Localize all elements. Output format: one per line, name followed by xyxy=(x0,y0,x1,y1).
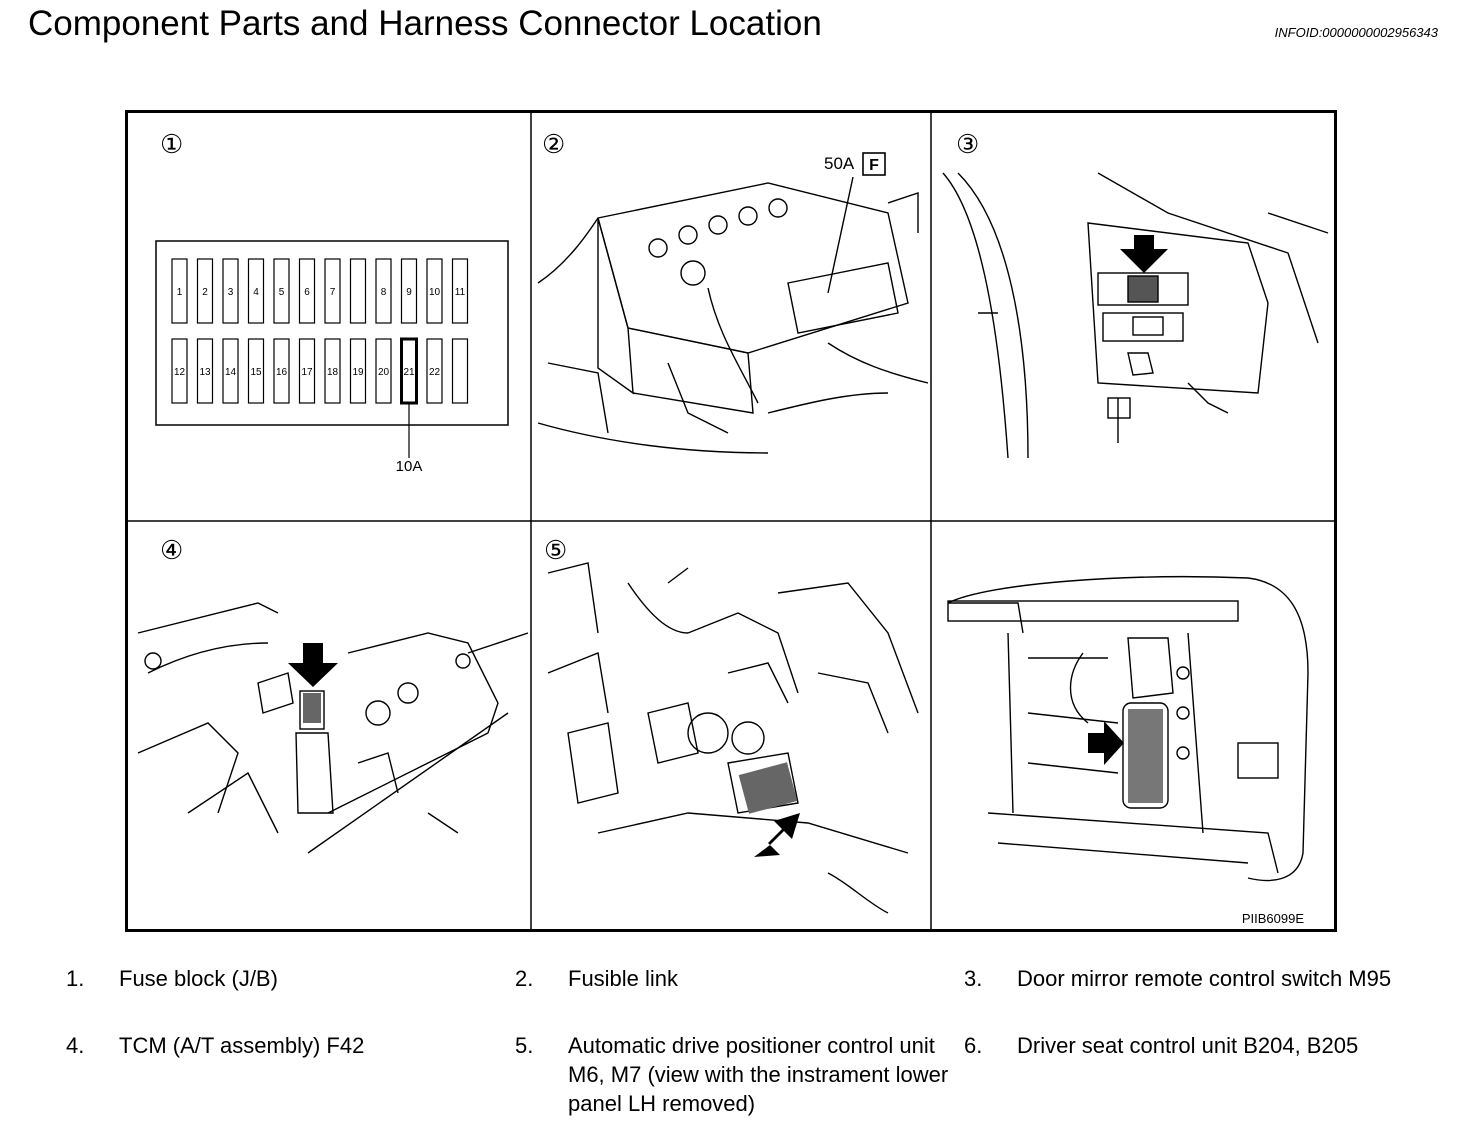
fuse-slot-label: 16 xyxy=(276,367,288,378)
fuse-slot-label: 17 xyxy=(301,367,313,378)
legend-text-2: Fusible link xyxy=(568,966,679,991)
fuse-slot xyxy=(375,258,392,324)
figure-code: PIIB6099E xyxy=(1242,911,1304,926)
panel-marker-2: ② xyxy=(542,129,565,159)
tcm-arrow-icon xyxy=(288,643,338,687)
legend-text-4: TCM (A/T assembly) F42 xyxy=(119,1033,365,1058)
fuse-slot xyxy=(273,338,290,404)
fuse-slot-label: 1 xyxy=(177,287,183,298)
fuse-row-top: 1 2 3 4 5 6 7 8 9 10 11 xyxy=(171,258,469,324)
fuse-slot-label: 18 xyxy=(327,367,339,378)
fuse-slot-label: 22 xyxy=(429,367,441,378)
fuse-slot xyxy=(171,338,188,404)
fuse-slot xyxy=(247,338,265,404)
fuse-row-bottom: 12 13 14 15 16 17 18 19 20 21 22 xyxy=(171,337,469,405)
fuse-slot-label: 8 xyxy=(381,287,387,298)
panel-marker-5: ⑤ xyxy=(544,535,567,565)
legend-num-5: 5. xyxy=(515,1033,534,1058)
info-id: INFOID:0000000002956343 xyxy=(1274,25,1438,40)
fusible-link-amp: 50A xyxy=(824,154,855,173)
fuse-slot-label: 2 xyxy=(202,287,208,298)
fuse-slot xyxy=(349,338,367,404)
fuse-slot xyxy=(451,338,469,404)
fuse-slot xyxy=(298,258,316,324)
fuse-callout-label: 10A xyxy=(396,458,423,475)
panel-marker-4: ④ xyxy=(160,535,183,565)
mirror-switch-illustration xyxy=(942,172,1329,459)
legend-text-3: Door mirror remote control switch M95 xyxy=(1017,966,1392,991)
tcm-illustration xyxy=(137,602,529,854)
fusible-link-illustration: 50A F xyxy=(537,152,929,454)
legend-text-5: Automatic drive positioner control unit … xyxy=(568,1033,949,1116)
fuse-slot-label: 6 xyxy=(304,287,310,298)
legend-num-2: 2. xyxy=(515,966,534,991)
legend-num-4: 4. xyxy=(66,1033,85,1058)
fuse-slot xyxy=(324,258,341,324)
seat-unit-shading xyxy=(1128,709,1163,803)
fuse-slot-label: 20 xyxy=(378,367,390,378)
legend-text-6: Driver seat control unit B204, B205 xyxy=(1017,1033,1359,1058)
fuse-slot-label: 7 xyxy=(330,287,336,298)
fuse-slot xyxy=(400,258,418,324)
fuse-slot-label: 12 xyxy=(174,367,186,378)
fuse-slot xyxy=(298,338,316,404)
fuse-slot xyxy=(349,258,367,324)
positioner-unit-illustration xyxy=(547,562,919,914)
fuse-slot xyxy=(171,258,188,324)
fuse-slot xyxy=(222,338,239,404)
fuse-slot xyxy=(196,258,214,324)
tcm-connector-shading xyxy=(303,693,321,723)
fuse-slot-label: 14 xyxy=(225,367,237,378)
fuse-slot xyxy=(451,258,469,324)
fuse-slot-label: 5 xyxy=(279,287,285,298)
fuse-slot xyxy=(196,338,214,404)
fuse-slot-label: 19 xyxy=(352,367,364,378)
legend-num-3: 3. xyxy=(964,966,983,991)
mirror-switch-arrow-icon xyxy=(1120,235,1168,273)
legend-num-1: 1. xyxy=(66,966,85,991)
fuse-slot xyxy=(222,258,239,324)
fusible-link-letter: F xyxy=(869,157,879,174)
fuse-slot xyxy=(426,258,443,324)
fuse-slot-label: 9 xyxy=(406,287,412,298)
fuse-slot-label: 3 xyxy=(228,287,234,298)
fuse-slot-label: 21 xyxy=(403,367,415,378)
fuse-slot xyxy=(324,338,341,404)
panel-marker-1: ① xyxy=(160,129,183,159)
page-title: Component Parts and Harness Connector Lo… xyxy=(28,4,822,43)
fuse-slot-label: 10 xyxy=(429,287,441,298)
positioner-arrow-icon xyxy=(754,813,800,857)
seat-unit-arrow-icon xyxy=(1088,721,1124,765)
legend-text-1: Fuse block (J/B) xyxy=(119,966,278,991)
fuse-slot xyxy=(247,258,265,324)
fuse-slot xyxy=(426,338,443,404)
fuse-slot xyxy=(375,338,392,404)
fuse-slot-label: 11 xyxy=(455,287,466,298)
fuse-slot-label: 13 xyxy=(199,367,211,378)
fuse-slot-label: 15 xyxy=(250,367,262,378)
positioner-connector-shading xyxy=(738,762,798,814)
fuse-slot xyxy=(273,258,290,324)
panel-grid xyxy=(128,113,1334,929)
fuse-slot-label: 4 xyxy=(253,287,259,298)
legend-num-6: 6. xyxy=(964,1033,983,1058)
panel-marker-3: ③ xyxy=(956,129,979,159)
seat-unit-illustration xyxy=(947,576,1309,882)
